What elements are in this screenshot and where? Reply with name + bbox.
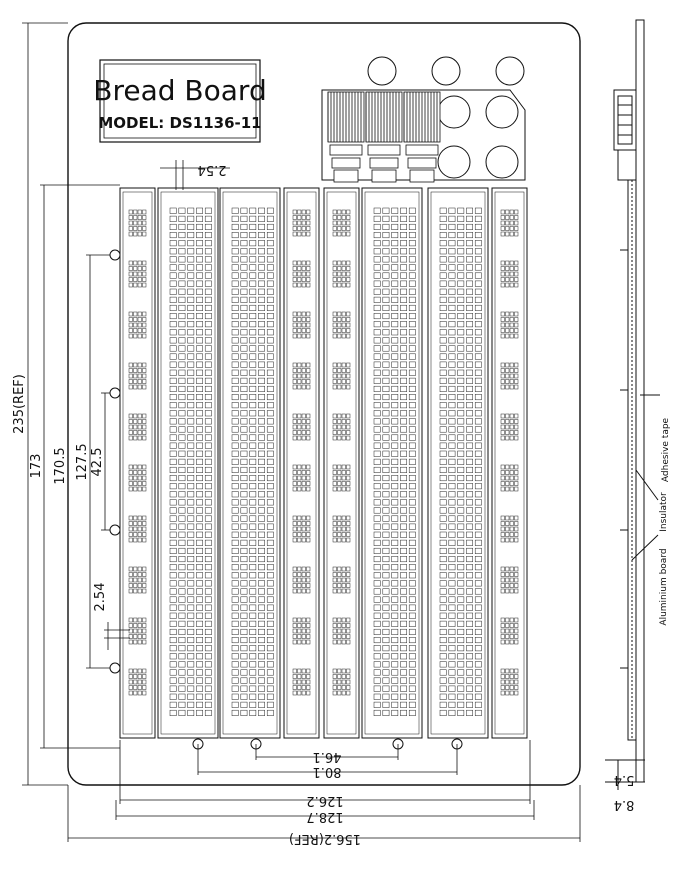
strip-1 xyxy=(119,187,156,739)
side-label-adhesive: Adhesive tape xyxy=(661,417,671,482)
dim-127-5: 127.5 xyxy=(75,443,90,480)
model-number: MODEL: DS1136-11 xyxy=(98,114,261,132)
dim-8-4: 8.4 xyxy=(614,797,635,812)
strip-8 xyxy=(491,187,528,739)
side-label-insulator: Insulator xyxy=(659,492,669,532)
title-plate: Bread Board MODEL: DS1136-11 xyxy=(93,59,267,143)
dim-5-4: 5.4 xyxy=(614,772,635,787)
dim-42-5: 42.5 xyxy=(90,448,105,477)
dim-235: 235(REF) xyxy=(12,374,27,434)
strip-7 xyxy=(427,187,489,739)
binding-post-2 xyxy=(365,91,403,183)
dim-46-1: 46.1 xyxy=(313,749,342,764)
strip-3 xyxy=(219,187,281,739)
breadboard-strips xyxy=(119,187,528,739)
strip-5 xyxy=(323,187,360,739)
dim-170-5: 170.5 xyxy=(53,447,68,484)
dim-128-7: 128.7 xyxy=(306,809,343,824)
dim-2-54-top: 2.54 xyxy=(198,162,227,177)
strip-2 xyxy=(157,187,219,739)
side-label-aluminium: Aluminium board xyxy=(659,548,669,625)
dimension-labels: 235(REF) 173 170.5 127.5 42.5 2.54 2.54 … xyxy=(12,162,634,846)
binding-posts xyxy=(321,56,526,183)
mount-holes xyxy=(109,249,463,750)
dim-80-1: 80.1 xyxy=(313,764,342,779)
strip-6 xyxy=(361,187,423,739)
dimension-lines xyxy=(22,22,581,842)
binding-post-1 xyxy=(327,91,365,183)
product-name: Bread Board xyxy=(93,74,266,107)
strip-4 xyxy=(283,187,320,739)
dim-156-2: 156.2(REF) xyxy=(289,831,361,846)
binding-post-3 xyxy=(403,91,441,183)
dim-2-54-left: 2.54 xyxy=(93,583,108,612)
side-view xyxy=(605,19,660,790)
dim-126-2: 126.2 xyxy=(306,793,343,808)
dim-173: 173 xyxy=(29,454,44,479)
